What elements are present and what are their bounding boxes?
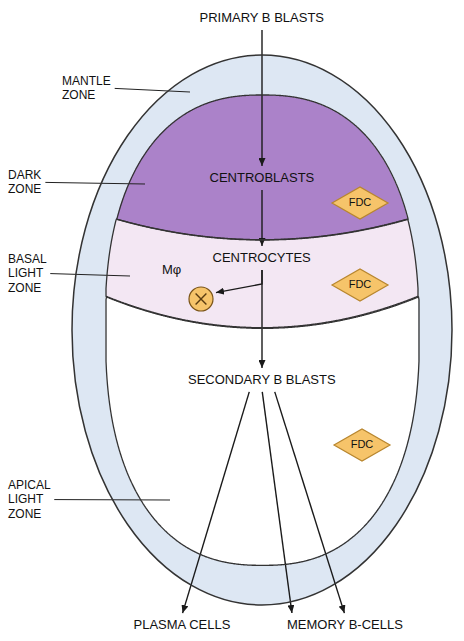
zone-border [106, 297, 419, 565]
cell-stage-label: SECONDARY B BLASTS [188, 372, 336, 388]
fdc-diamond: FDC [333, 428, 391, 462]
apical-light-zone-outline [106, 297, 419, 565]
cell-stage-node: CENTROCYTES [211, 248, 314, 268]
basal-light-zone-outline [106, 219, 418, 328]
fdc-diamond-shape [332, 187, 388, 219]
cell-stage-node: MEMORY B-CELLS [285, 615, 405, 635]
apical-light-zone: SECONDARY B BLASTSFDCAPICAL LIGHT ZONE [106, 297, 419, 565]
mantle-zone: CENTROBLASTSFDCDARK ZONECENTROCYTESMφFDC… [72, 55, 452, 605]
leader-line [50, 274, 130, 276]
macrophage-cross [196, 294, 207, 305]
zone-border [117, 95, 408, 240]
zone-label: DARK ZONE [8, 168, 41, 197]
fdc-label: FDC [351, 438, 374, 451]
cell-stage-label: CENTROBLASTS [210, 170, 315, 186]
cell-stage-node: CENTROBLASTS [208, 168, 317, 188]
macrophage-circle [189, 287, 213, 311]
macrophage-label: Mφ [162, 262, 214, 278]
zone-label: APICAL LIGHT ZONE [8, 478, 50, 521]
fdc-diamond: FDC [331, 186, 389, 220]
basal-light-zone: CENTROCYTESMφFDCBASAL LIGHT ZONE [106, 219, 418, 328]
zone-label: BASAL LIGHT ZONE [8, 252, 46, 295]
fdc-label: FDC [349, 196, 372, 209]
cell-stage-node: PLASMA CELLS [132, 615, 233, 635]
fdc-diamond: FDC [331, 268, 389, 302]
mantle-border [72, 55, 452, 605]
cell-stage-node: SECONDARY B BLASTS [186, 370, 338, 390]
dark-zone-outline [117, 95, 408, 240]
flow-arrow [261, 270, 262, 368]
mantle-zone-outline [72, 55, 452, 605]
leader-line [45, 182, 145, 184]
flow-arrow [262, 392, 292, 613]
flow-arrow [275, 392, 345, 613]
zone-label: MANTLE ZONE [62, 74, 111, 103]
fdc-diamond-shape [334, 429, 390, 461]
leader-line [115, 88, 190, 92]
dark-zone: CENTROBLASTSFDCDARK ZONE [117, 95, 408, 240]
zone-border [106, 219, 418, 328]
cell-stage-label: MEMORY B-CELLS [287, 617, 403, 633]
cell-stage-label: PRIMARY B BLASTS [200, 10, 325, 26]
flow-arrow [216, 270, 262, 293]
fdc-diamond-shape [332, 269, 388, 301]
fdc-label: FDC [349, 278, 372, 291]
flow-arrow [261, 30, 262, 166]
flow-arrow [183, 392, 250, 613]
cell-stage-label: CENTROCYTES [213, 250, 312, 266]
cell-stage-node: PRIMARY B BLASTS [198, 8, 327, 28]
cell-stage-label: PLASMA CELLS [134, 617, 231, 633]
flow-arrow [261, 190, 262, 246]
macrophage-node: Mφ [162, 262, 214, 312]
